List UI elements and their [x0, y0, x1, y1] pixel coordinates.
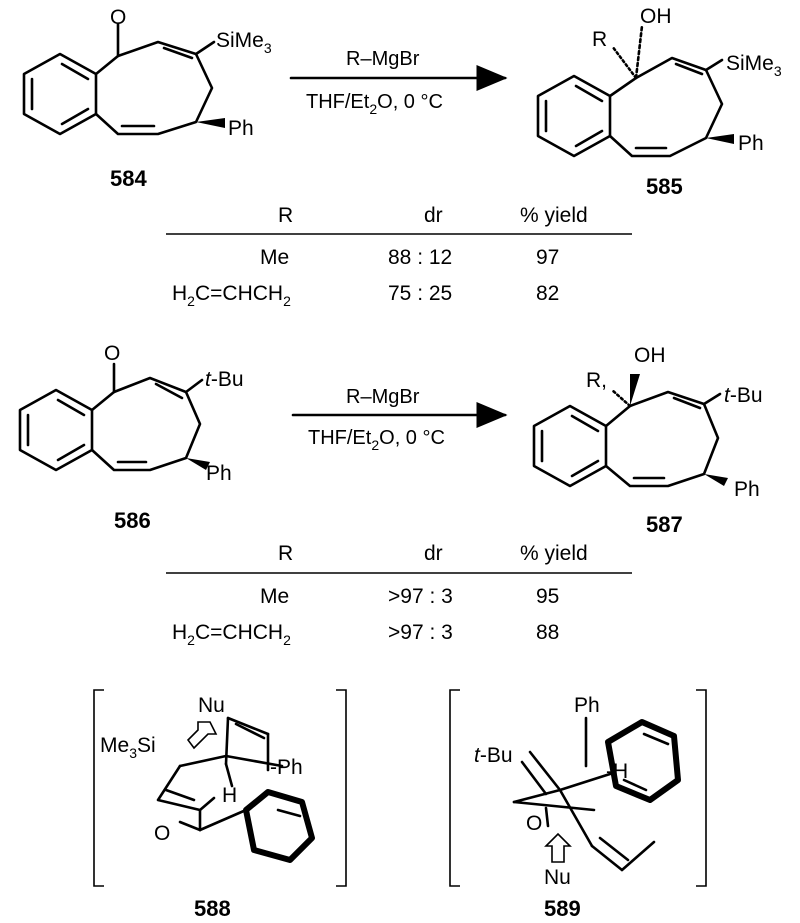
- atom-Nu: Nu: [198, 694, 225, 717]
- bracket-right: [696, 689, 707, 887]
- table-cell-yield: 95: [536, 585, 559, 608]
- atom-OH: OH: [634, 344, 666, 367]
- table-cell-r: Me: [260, 246, 289, 269]
- table-2: R dr % yield Me >97 : 3 95 H2C=CHCH2 >97…: [166, 542, 632, 648]
- structure-585: [536, 24, 734, 158]
- table-header-yield: % yield: [520, 542, 588, 565]
- structure-584: [22, 22, 225, 136]
- atom-O: O: [154, 822, 170, 845]
- reagent-2: R–MgBr: [346, 386, 420, 408]
- atom-Ph: Ph: [228, 117, 254, 140]
- atom-Nu: Nu: [544, 866, 571, 889]
- table-cell-yield: 88: [536, 621, 559, 644]
- bracket-right: [336, 689, 347, 887]
- table-header-dr: dr: [424, 542, 443, 565]
- atom-tBu: t-Bu: [724, 384, 763, 407]
- structure-589: [449, 689, 707, 887]
- table-cell-dr: 88 : 12: [388, 246, 452, 269]
- atom-O: O: [526, 812, 542, 835]
- atom-O: O: [110, 6, 126, 29]
- bracket-left: [449, 689, 460, 887]
- atom-Ph: -Ph: [270, 756, 303, 779]
- table-cell-yield: 82: [536, 282, 559, 305]
- atom-H: -H: [606, 760, 628, 783]
- reagent-1: R–MgBr: [346, 48, 420, 70]
- bracket-left: [93, 689, 104, 887]
- atom-R: R: [592, 28, 607, 51]
- conditions-1: THF/Et2O, 0 °C: [306, 91, 443, 117]
- table-cell-r: Me: [260, 585, 289, 608]
- atom-O: O: [104, 342, 120, 365]
- structure-587: [532, 374, 728, 488]
- table-header-r: R: [278, 542, 293, 565]
- atom-Ph: Ph: [734, 478, 760, 501]
- table-1: R dr % yield Me 88 : 12 97 H2C=CHCH2 75 …: [166, 204, 632, 309]
- table-cell-dr: 75 : 25: [388, 282, 452, 305]
- compound-label-586: 586: [114, 508, 151, 533]
- table-cell-dr: >97 : 3: [388, 585, 453, 608]
- table-cell-yield: 97: [536, 246, 559, 269]
- table-header-r: R: [278, 204, 293, 227]
- atom-tBu: t-Bu: [474, 744, 513, 767]
- atom-Me3Si: Me3Si: [100, 734, 156, 761]
- atom-Ph: Ph: [574, 694, 600, 717]
- atom-OH: OH: [640, 5, 672, 28]
- compound-label-584: 584: [110, 166, 147, 191]
- compound-label-589: 589: [544, 896, 581, 921]
- table-header-yield: % yield: [520, 204, 588, 227]
- table-cell-r: H2C=CHCH2: [172, 282, 291, 309]
- atom-tBu: t-Bu: [205, 368, 244, 391]
- atom-Ph: Ph: [738, 132, 764, 155]
- compound-label-587: 587: [646, 512, 683, 537]
- conditions-2: THF/Et2O, 0 °C: [308, 427, 445, 453]
- table-header-dr: dr: [424, 204, 443, 227]
- atom-SiMe3: SiMe3: [726, 52, 782, 79]
- atom-Ph: Ph: [206, 462, 232, 485]
- structure-586: [18, 362, 210, 472]
- compound-label-588: 588: [194, 896, 231, 921]
- table-cell-r: H2C=CHCH2: [172, 621, 291, 648]
- atom-R: R,: [586, 369, 607, 392]
- atom-H: H: [222, 784, 237, 807]
- table-cell-dr: >97 : 3: [388, 621, 453, 644]
- structure-588: [93, 689, 347, 887]
- atom-SiMe3: SiMe3: [216, 29, 272, 56]
- compound-label-585: 585: [646, 174, 683, 199]
